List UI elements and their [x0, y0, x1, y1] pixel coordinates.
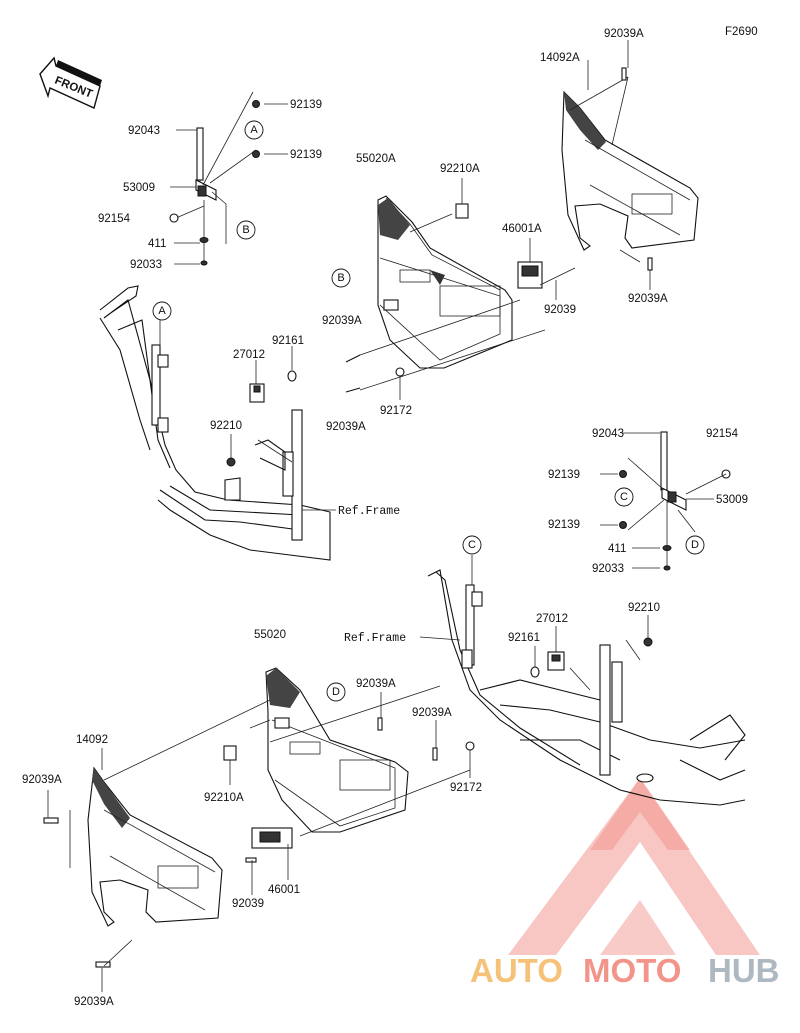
part-label: 92043 [128, 125, 160, 137]
frame-right [419, 555, 746, 806]
part-label: 14092 [76, 734, 108, 746]
callout-c-right: C [614, 487, 634, 507]
svg-text:A: A [250, 124, 258, 136]
hardware-46001A [345, 178, 576, 400]
part-label: 92033 [130, 259, 162, 271]
callout-d-panel: D [326, 682, 346, 702]
hardware-group-cd [600, 431, 731, 571]
panel-14092A [561, 40, 699, 290]
callout-a-top: A [244, 120, 264, 140]
part-label: 411 [148, 238, 166, 250]
part-label: 46001A [502, 223, 542, 235]
panel-55020A [359, 195, 546, 391]
ref-frame-label-bottom: Ref.Frame [344, 632, 406, 645]
panel-14092 [43, 699, 271, 992]
part-label: 92139 [548, 519, 580, 531]
part-label: 53009 [716, 494, 748, 506]
watermark-logo [508, 778, 760, 955]
callout-c-frame: C [462, 535, 482, 555]
part-label: 92161 [272, 335, 304, 347]
hardware-46001 [223, 692, 475, 895]
part-label: 92039 [544, 304, 576, 316]
svg-text:D: D [332, 686, 340, 698]
part-label: 411 [608, 543, 626, 555]
part-label: 92039A [22, 774, 62, 786]
part-label: 27012 [536, 613, 568, 625]
watermark-auto: AUTO [470, 952, 563, 989]
part-label: 92210A [204, 792, 244, 804]
svg-text:C: C [620, 491, 628, 503]
callout-b-panel: B [331, 268, 351, 288]
part-label: 92039A [356, 678, 396, 690]
part-label: 92210 [210, 420, 242, 432]
part-label: 92172 [450, 782, 482, 794]
part-labels: 92039A 14092A 92139 92043 92139 55020A 9… [22, 28, 748, 1008]
part-label: 92139 [290, 149, 322, 161]
svg-text:C: C [468, 539, 476, 551]
frame-top-left [99, 285, 336, 561]
watermark-moto: MOTO [583, 952, 681, 989]
svg-text:A: A [158, 305, 166, 317]
part-label: 53009 [123, 182, 155, 194]
part-label: 14092A [540, 52, 580, 64]
part-label: 92043 [592, 428, 624, 440]
part-label: 92039A [74, 996, 114, 1008]
part-label: 92172 [380, 405, 412, 417]
callout-b-top: B [236, 220, 256, 240]
part-label: 92033 [592, 563, 624, 575]
ref-frame-label-top: Ref.Frame [338, 505, 400, 518]
front-arrow-icon: FRONT [39, 56, 102, 109]
part-label: 92210A [440, 163, 480, 175]
part-label: 92039A [326, 421, 366, 433]
svg-text:D: D [691, 539, 699, 551]
part-label: 46001 [268, 884, 300, 896]
svg-text:B: B [242, 224, 249, 236]
part-label: 92039A [412, 707, 452, 719]
part-label: 55020 [254, 629, 286, 641]
part-label: 92154 [98, 213, 131, 225]
part-label: 92039A [628, 293, 668, 305]
svg-text:B: B [337, 272, 344, 284]
figure-code: F2690 [725, 26, 758, 38]
part-label: 92210 [628, 602, 660, 614]
part-label: 92154 [706, 428, 739, 440]
callout-a-frame: A [152, 301, 172, 321]
part-label: 92139 [548, 469, 580, 481]
watermark-hub: HUB [708, 952, 780, 989]
part-label: 27012 [233, 349, 265, 361]
hardware-27012-top [226, 346, 297, 467]
panel-55020 [249, 667, 471, 837]
hardware-group-ab [169, 91, 288, 266]
part-label: 55020A [356, 153, 396, 165]
hardware-27012-bottom [530, 615, 653, 691]
callout-d-right: D [685, 535, 705, 555]
part-label: 92039A [604, 28, 644, 40]
part-label: 92039 [232, 898, 264, 910]
part-label: 92139 [290, 99, 322, 111]
part-label: 92039A [322, 315, 362, 327]
watermark-text: AUTO MOTO HUB [470, 952, 780, 989]
part-label: 92161 [508, 632, 540, 644]
